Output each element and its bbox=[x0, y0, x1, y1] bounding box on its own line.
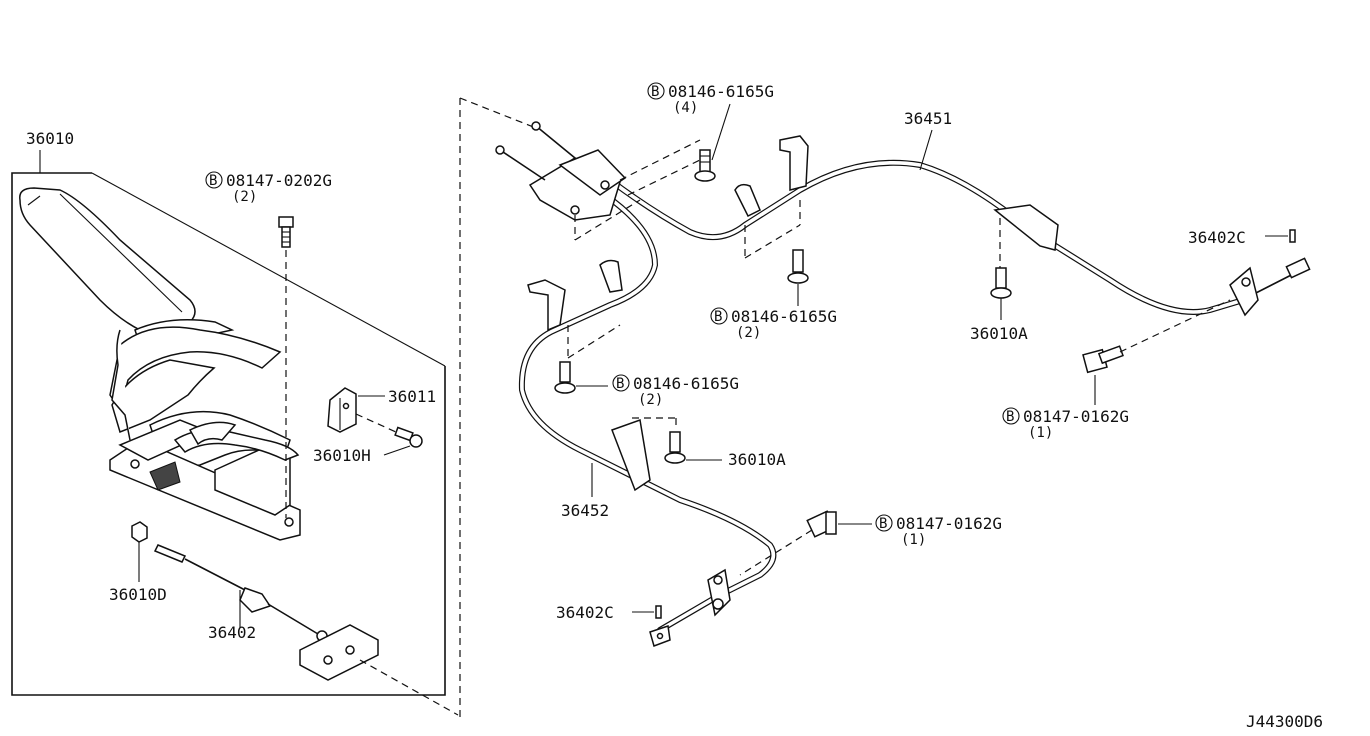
labels: 36010 B 08147-0202G (2) 36011 36010H 360… bbox=[26, 82, 1323, 731]
b-marker-icon bbox=[612, 374, 630, 392]
b-marker-text: B bbox=[651, 84, 659, 100]
label-36402C-right: 36402C bbox=[1188, 228, 1246, 247]
nut-36010D bbox=[131, 521, 148, 582]
label-36452: 36452 bbox=[561, 501, 609, 520]
b-marker-icon bbox=[710, 307, 728, 325]
label-08147-0202G: 08147-0202G bbox=[226, 171, 332, 190]
label-36010D: 36010D bbox=[109, 585, 167, 604]
b-marker-icon bbox=[647, 82, 665, 100]
front-cable-36402 bbox=[153, 544, 459, 716]
b-marker-text: B bbox=[1006, 409, 1014, 425]
b-marker-text: B bbox=[879, 516, 887, 532]
label-08147-0162G-low-qty: (1) bbox=[901, 532, 926, 548]
b-marker-icon bbox=[205, 171, 223, 189]
label-36010: 36010 bbox=[26, 129, 74, 148]
label-36010H: 36010H bbox=[313, 446, 371, 465]
label-36010A-right: 36010A bbox=[970, 324, 1028, 343]
label-08146-top: 08146-6165G bbox=[668, 82, 774, 101]
label-36402C-low: 36402C bbox=[556, 603, 614, 622]
label-08146-mid: 08146-6165G bbox=[731, 307, 837, 326]
label-36010A-mid: 36010A bbox=[728, 450, 786, 469]
label-08146-top-qty: (4) bbox=[673, 100, 698, 116]
cable-bracket-right bbox=[990, 204, 1059, 320]
divider-lines bbox=[459, 97, 537, 718]
label-36402: 36402 bbox=[208, 623, 256, 642]
bolt-08147-0162G-right bbox=[1082, 299, 1231, 405]
label-08147-0162G-right-qty: (1) bbox=[1028, 425, 1053, 441]
label-08146-left-qty: (2) bbox=[638, 392, 663, 408]
label-08146-left: 08146-6165G bbox=[633, 374, 739, 393]
b-marker-text: B bbox=[209, 173, 217, 189]
cable-clip-brackets-upper bbox=[734, 135, 809, 306]
diagram-code: J44300D6 bbox=[1246, 712, 1323, 731]
b-marker-text: B bbox=[714, 309, 722, 325]
bracket-36010A-mid bbox=[611, 417, 722, 492]
bracket-36011 bbox=[327, 387, 397, 433]
b-marker-text: B bbox=[616, 376, 624, 392]
label-08147-0202G-qty: (2) bbox=[232, 189, 257, 205]
label-08147-0162G-low: 08147-0162G bbox=[896, 514, 1002, 533]
pin-36402C-right bbox=[1265, 229, 1296, 243]
label-08147-0162G-right: 08147-0162G bbox=[1023, 407, 1129, 426]
rear-cable-36451 bbox=[607, 129, 1311, 317]
cable-clip-brackets-left bbox=[527, 259, 623, 394]
label-08146-mid-qty: (2) bbox=[736, 325, 761, 341]
label-36011: 36011 bbox=[388, 387, 436, 406]
b-marker-icon bbox=[875, 514, 893, 532]
bolt-08146-top bbox=[694, 103, 731, 182]
pin-36402C-low bbox=[632, 605, 662, 619]
rear-cable-36452 bbox=[518, 192, 777, 647]
bolt-08147-0202G bbox=[278, 216, 294, 518]
bolt-08147-0162G-low bbox=[739, 510, 872, 576]
equalizer-yoke bbox=[495, 121, 701, 241]
lever-assembly-box bbox=[11, 150, 446, 696]
label-36451: 36451 bbox=[904, 109, 952, 128]
screw-36010H bbox=[394, 426, 423, 448]
parking-brake-lever bbox=[19, 187, 301, 541]
b-marker-icon bbox=[1002, 407, 1020, 425]
